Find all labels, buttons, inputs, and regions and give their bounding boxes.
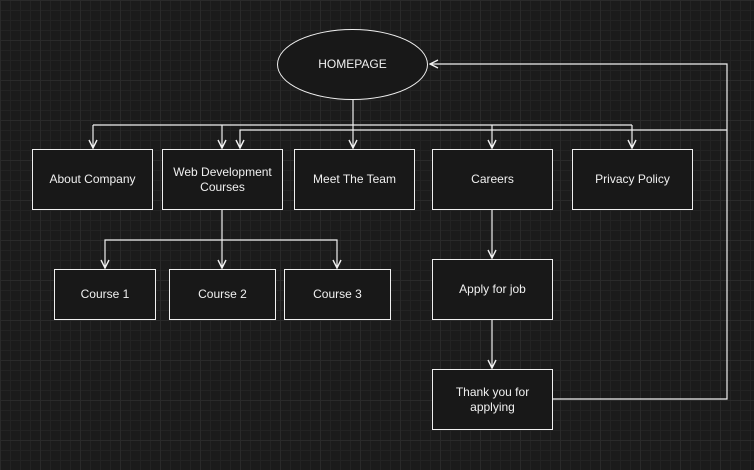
node-web-dev-courses-label: Web Development Courses bbox=[173, 164, 272, 194]
edge-thank-you-to-web-dev bbox=[240, 129, 727, 148]
node-about-company-label: About Company bbox=[49, 172, 136, 186]
node-course-3: Course 3 bbox=[284, 269, 391, 320]
edge-thank-you-to-homepage bbox=[430, 64, 728, 400]
node-apply-job-label: Apply for job bbox=[459, 282, 526, 296]
node-thank-you-label: Thank you for applying bbox=[455, 384, 530, 414]
node-meet-team: Meet The Team bbox=[294, 149, 415, 210]
node-course-1: Course 1 bbox=[54, 269, 156, 320]
edge-to-course-3 bbox=[222, 239, 337, 268]
node-web-dev-courses: Web Development Courses bbox=[162, 149, 283, 210]
node-privacy-policy-label: Privacy Policy bbox=[595, 172, 670, 186]
node-apply-job: Apply for job bbox=[432, 259, 553, 320]
node-careers-label: Careers bbox=[471, 172, 514, 186]
node-privacy-policy: Privacy Policy bbox=[572, 149, 693, 210]
node-course-3-label: Course 3 bbox=[313, 287, 362, 301]
node-course-1-label: Course 1 bbox=[80, 287, 130, 301]
node-careers: Careers bbox=[432, 149, 553, 210]
edge-web-dev-to-course-bus bbox=[105, 209, 223, 268]
node-meet-team-label: Meet The Team bbox=[313, 172, 396, 186]
node-course-2-label: Course 2 bbox=[198, 287, 247, 301]
node-course-2: Course 2 bbox=[169, 269, 276, 320]
node-homepage-label: HOMEPAGE bbox=[318, 57, 387, 71]
node-homepage: HOMEPAGE bbox=[277, 29, 428, 100]
node-about-company: About Company bbox=[32, 149, 153, 210]
node-thank-you: Thank you for applying bbox=[432, 369, 553, 430]
